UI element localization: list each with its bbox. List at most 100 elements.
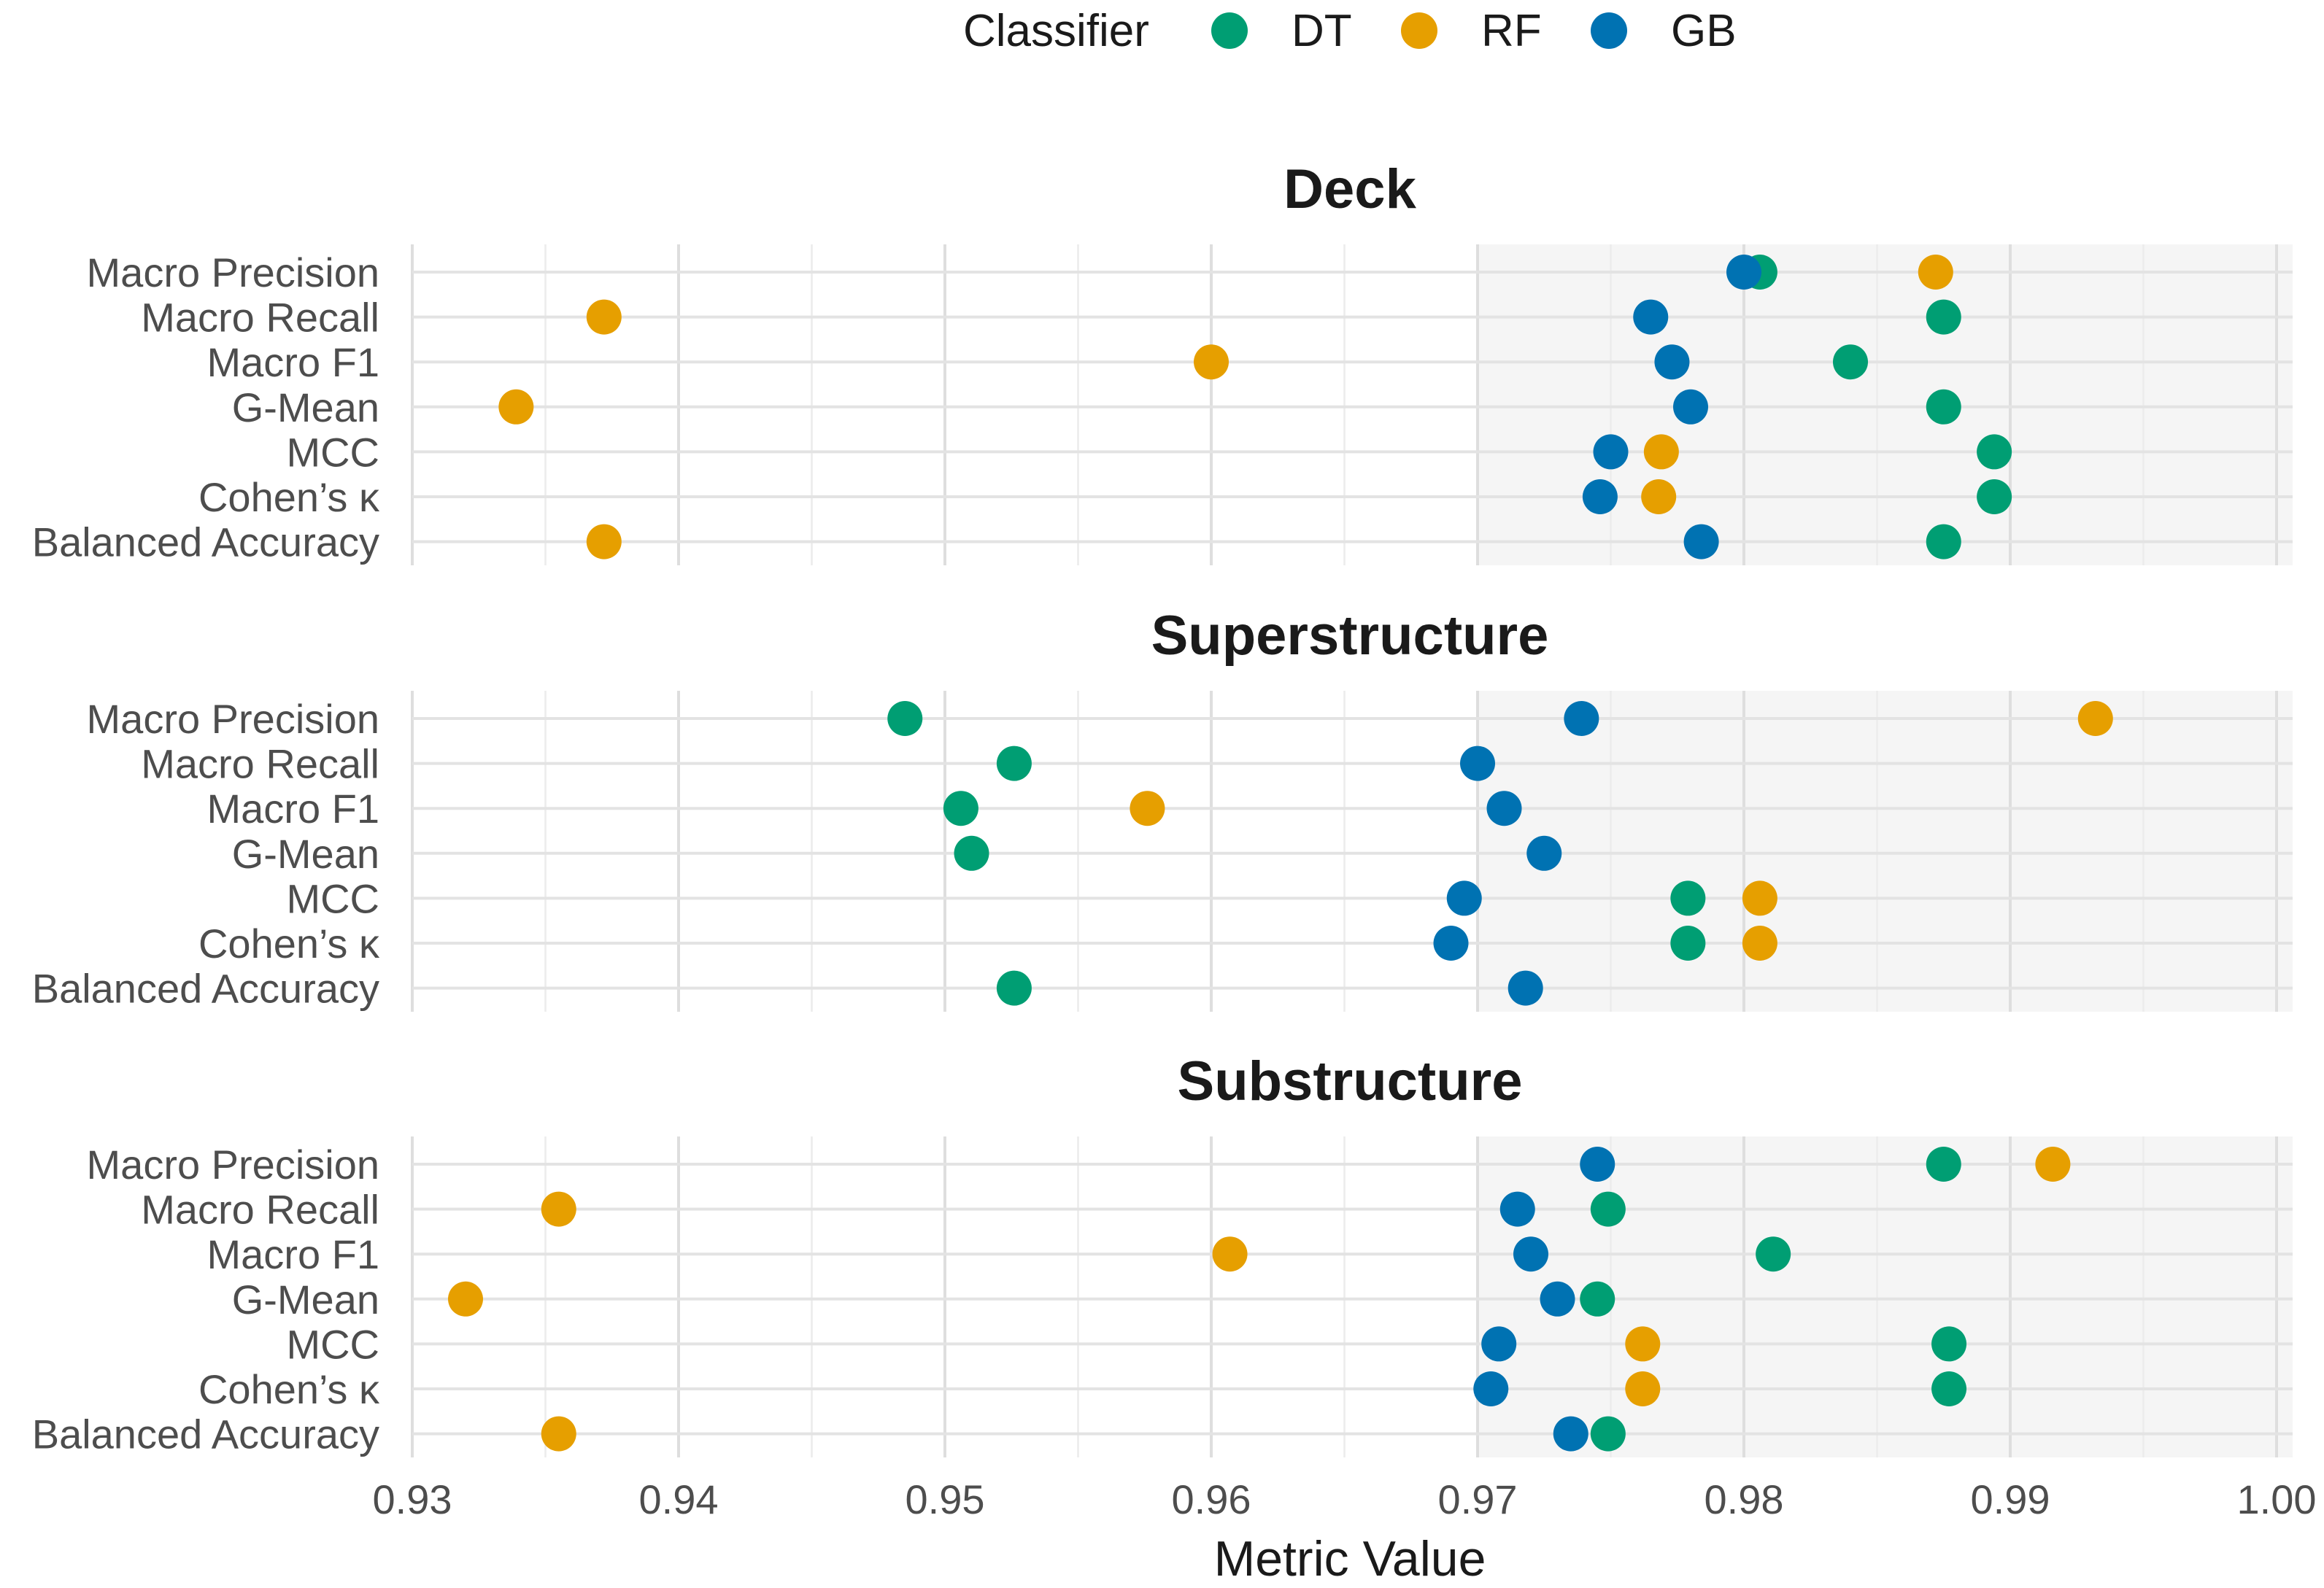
point-deck-rf-g-mean bbox=[498, 389, 534, 425]
legend-label-gb: GB bbox=[1671, 6, 1737, 56]
point-substructure-dt-mcc bbox=[1931, 1326, 1967, 1362]
category-label-macro-recall: Macro Recall bbox=[141, 295, 379, 341]
x-tick-label: 0.96 bbox=[1172, 1476, 1251, 1522]
category-label-mcc: MCC bbox=[286, 1321, 379, 1367]
point-substructure-dt-macro-precision bbox=[1926, 1147, 1961, 1182]
legend-key-rf bbox=[1401, 12, 1437, 49]
point-superstructure-rf-macro-precision bbox=[2077, 701, 2113, 736]
point-substructure-gb-g-mean bbox=[1540, 1281, 1575, 1317]
point-superstructure-dt-macro-f1 bbox=[943, 791, 978, 826]
point-superstructure-rf-mcc bbox=[1742, 880, 1777, 916]
x-tick-label: 0.94 bbox=[639, 1476, 719, 1522]
point-substructure-dt-macro-recall bbox=[1590, 1191, 1626, 1227]
point-superstructure-gb-g-mean bbox=[1526, 835, 1562, 871]
point-deck-gb-macro-precision bbox=[1726, 255, 1761, 290]
point-deck-gb-cohen-s bbox=[1582, 479, 1618, 514]
point-deck-rf-balanced-accuracy bbox=[586, 524, 622, 559]
point-substructure-rf-cohen-s bbox=[1625, 1371, 1661, 1406]
x-tick-label: 0.95 bbox=[906, 1476, 985, 1522]
category-label-cohen-s: Cohen’s κ bbox=[198, 474, 380, 520]
point-substructure-rf-macro-precision bbox=[2035, 1147, 2071, 1182]
point-deck-gb-balanced-accuracy bbox=[1683, 524, 1719, 559]
point-substructure-dt-g-mean bbox=[1580, 1281, 1615, 1317]
point-deck-gb-macro-f1 bbox=[1654, 344, 1690, 380]
point-deck-rf-macro-f1 bbox=[1194, 344, 1229, 380]
x-tick-label: 0.97 bbox=[1438, 1476, 1518, 1522]
category-label-macro-f1: Macro F1 bbox=[207, 1231, 380, 1277]
point-substructure-rf-g-mean bbox=[448, 1281, 483, 1317]
point-substructure-gb-balanced-accuracy bbox=[1553, 1416, 1588, 1452]
point-deck-rf-mcc bbox=[1643, 434, 1679, 470]
point-superstructure-dt-balanced-accuracy bbox=[996, 970, 1032, 1006]
point-substructure-dt-balanced-accuracy bbox=[1590, 1416, 1626, 1452]
category-label-macro-precision: Macro Precision bbox=[87, 1142, 379, 1188]
point-deck-dt-cohen-s bbox=[1977, 479, 2012, 514]
point-superstructure-gb-macro-precision bbox=[1564, 701, 1599, 736]
legend-label-dt: DT bbox=[1292, 6, 1352, 56]
point-superstructure-dt-macro-precision bbox=[887, 701, 923, 736]
category-label-macro-f1: Macro F1 bbox=[207, 339, 380, 385]
category-label-macro-precision: Macro Precision bbox=[87, 249, 379, 295]
category-label-g-mean: G-Mean bbox=[232, 384, 379, 430]
point-substructure-gb-macro-f1 bbox=[1513, 1236, 1548, 1272]
point-substructure-dt-macro-f1 bbox=[1756, 1236, 1791, 1272]
category-label-cohen-s: Cohen’s κ bbox=[198, 921, 380, 967]
point-deck-gb-mcc bbox=[1593, 434, 1629, 470]
point-deck-dt-macro-f1 bbox=[1833, 344, 1868, 380]
point-superstructure-gb-cohen-s bbox=[1433, 926, 1469, 961]
panel-title-superstructure: Superstructure bbox=[1151, 605, 1549, 667]
point-deck-dt-balanced-accuracy bbox=[1926, 524, 1961, 559]
point-superstructure-gb-macro-f1 bbox=[1486, 791, 1522, 826]
point-superstructure-dt-macro-recall bbox=[996, 745, 1032, 781]
point-deck-gb-macro-recall bbox=[1633, 299, 1669, 335]
point-superstructure-rf-cohen-s bbox=[1742, 926, 1777, 961]
x-axis-title: Metric Value bbox=[1214, 1531, 1486, 1587]
category-label-macro-f1: Macro F1 bbox=[207, 786, 380, 832]
point-superstructure-dt-cohen-s bbox=[1670, 926, 1706, 961]
category-label-macro-precision: Macro Precision bbox=[87, 696, 379, 742]
point-superstructure-dt-g-mean bbox=[954, 835, 989, 871]
point-superstructure-gb-mcc bbox=[1446, 880, 1482, 916]
point-deck-gb-g-mean bbox=[1673, 389, 1708, 425]
x-tick-label: 0.98 bbox=[1705, 1476, 1784, 1522]
point-substructure-rf-mcc bbox=[1625, 1326, 1661, 1362]
point-superstructure-rf-macro-f1 bbox=[1130, 791, 1165, 826]
category-label-mcc: MCC bbox=[286, 875, 379, 921]
point-substructure-gb-mcc bbox=[1481, 1326, 1517, 1362]
category-label-balanced-accuracy: Balanced Accuracy bbox=[32, 966, 379, 1012]
category-label-balanced-accuracy: Balanced Accuracy bbox=[32, 1411, 379, 1457]
panel-title-substructure: Substructure bbox=[1178, 1050, 1523, 1112]
category-label-macro-recall: Macro Recall bbox=[141, 1187, 379, 1233]
highlight-region bbox=[1478, 244, 2293, 565]
category-label-g-mean: G-Mean bbox=[232, 1277, 379, 1322]
x-tick-label: 0.99 bbox=[1971, 1476, 2050, 1522]
point-substructure-gb-macro-recall bbox=[1499, 1191, 1535, 1227]
panel-title-deck: Deck bbox=[1283, 158, 1416, 220]
x-tick-label: 0.93 bbox=[373, 1476, 452, 1522]
point-deck-dt-macro-recall bbox=[1926, 299, 1961, 335]
point-deck-rf-cohen-s bbox=[1641, 479, 1677, 514]
legend-key-dt bbox=[1211, 12, 1248, 49]
point-substructure-gb-cohen-s bbox=[1473, 1371, 1509, 1406]
legend-key-gb bbox=[1591, 12, 1627, 49]
category-label-balanced-accuracy: Balanced Accuracy bbox=[32, 519, 379, 565]
point-substructure-rf-macro-recall bbox=[541, 1191, 576, 1227]
legend-title: Classifier bbox=[963, 6, 1149, 56]
x-tick-label: 1.00 bbox=[2237, 1476, 2317, 1522]
category-label-mcc: MCC bbox=[286, 429, 379, 475]
point-superstructure-gb-balanced-accuracy bbox=[1507, 970, 1543, 1006]
point-substructure-rf-macro-f1 bbox=[1212, 1236, 1248, 1272]
highlight-region bbox=[1478, 691, 2293, 1012]
point-substructure-gb-macro-precision bbox=[1580, 1147, 1615, 1182]
point-superstructure-dt-mcc bbox=[1670, 880, 1706, 916]
point-deck-dt-mcc bbox=[1977, 434, 2012, 470]
point-superstructure-gb-macro-recall bbox=[1460, 745, 1495, 781]
point-substructure-rf-balanced-accuracy bbox=[541, 1416, 576, 1452]
category-label-g-mean: G-Mean bbox=[232, 831, 379, 877]
point-deck-rf-macro-recall bbox=[586, 299, 622, 335]
